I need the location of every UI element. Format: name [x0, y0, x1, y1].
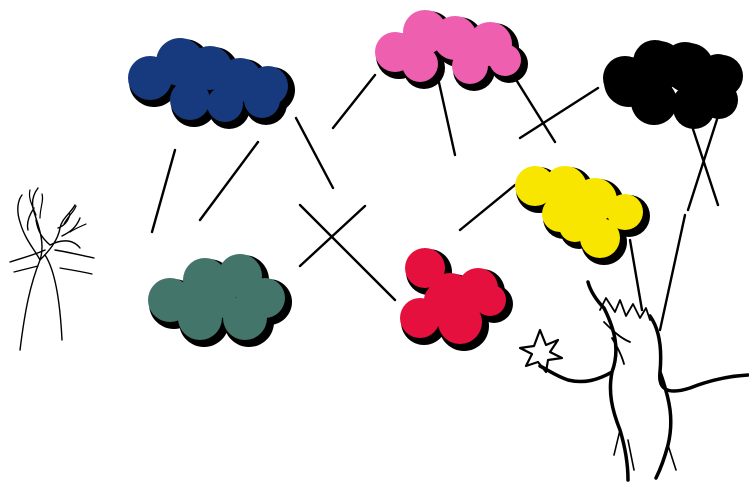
- line-yellow-runner: [628, 238, 644, 312]
- flame-figure-flames: [13, 189, 93, 275]
- cloud-yellow-puff: [559, 210, 591, 242]
- line-navy-green-b: [198, 140, 260, 222]
- cloud-navy-puff: [244, 82, 280, 118]
- line-yellow-red: [458, 183, 517, 232]
- cloud-red: [400, 248, 513, 351]
- cloud-red-puff: [405, 248, 445, 288]
- cloud-red-puff: [424, 284, 456, 316]
- cloud-pink-puff: [402, 46, 438, 82]
- line-pink-green: [331, 73, 377, 130]
- cloud-black-puff: [699, 80, 731, 112]
- cloud-yellow-puff: [573, 178, 617, 222]
- cloud-black: [603, 40, 743, 129]
- line-pink-yellow: [508, 68, 557, 144]
- cloud-green-puff: [204, 286, 236, 318]
- line-cross-red: [298, 203, 397, 302]
- line-navy-red: [294, 116, 335, 190]
- cloud-yellow-puff: [607, 194, 643, 230]
- runner-head-outline: [599, 297, 651, 365]
- cloud-green: [148, 254, 292, 347]
- cloud-navy: [128, 38, 295, 129]
- clouds: [128, 10, 743, 351]
- cloud-black-puff: [663, 42, 707, 86]
- cloud-yellow: [515, 166, 650, 265]
- cloud-pink-puff: [489, 44, 521, 76]
- cloud-pink: [375, 10, 528, 91]
- flame-figure-body: [9, 187, 95, 351]
- line-navy-green-a: [150, 148, 177, 234]
- runner-leg-detail: [613, 429, 677, 471]
- flame-figure-sketch: [9, 187, 95, 351]
- cloud-black-puff: [700, 54, 736, 90]
- cloud-navy-puff: [170, 80, 210, 120]
- line-black-string-b: [686, 108, 722, 212]
- runner-star-burst: [518, 328, 564, 374]
- cloud-black-puff: [630, 78, 670, 118]
- line-black-mid: [518, 86, 600, 140]
- running-figure-sketch: [518, 280, 749, 482]
- line-runner-string: [658, 213, 687, 332]
- cloud-pink-puff: [452, 48, 488, 84]
- cloud-red-puff: [474, 284, 506, 316]
- cloud-navy-puff: [207, 86, 243, 122]
- cloud-black-puff: [672, 86, 708, 122]
- line-pink-down: [436, 76, 457, 157]
- connecting-lines: [150, 68, 722, 332]
- runner-body: [538, 280, 749, 482]
